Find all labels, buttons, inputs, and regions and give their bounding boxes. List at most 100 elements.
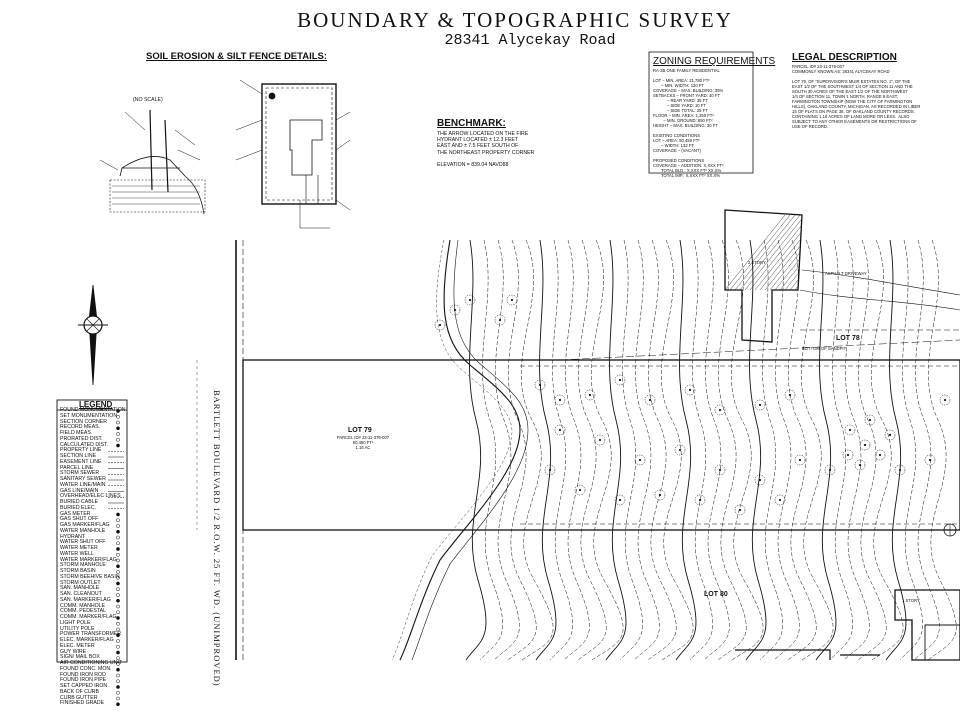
tree-trunk-icon bbox=[468, 298, 472, 302]
legend-symbol bbox=[116, 524, 120, 528]
tree-icon bbox=[544, 464, 556, 476]
hatch-line bbox=[830, 215, 890, 290]
legal-line: COMMONLY KNOWN AS: 28341 ALYCEKAY ROAD bbox=[792, 69, 890, 74]
legend-symbol bbox=[116, 639, 120, 643]
legal-line: 1/4 OF SECTION 11, TOWN 1 NORTH, RANGE 9… bbox=[792, 94, 899, 99]
legal-line: HILLS), OAKLAND COUNTY, MICHIGAN, AS REC… bbox=[792, 104, 921, 109]
tree-icon bbox=[554, 394, 566, 406]
zoning-line: RA-2B ONE FAMILY RESIDENTIAL bbox=[653, 68, 720, 73]
legend-symbol bbox=[116, 696, 120, 701]
legal-line: CONTAINING 1.16 ACRES OF LAND MORE OR LE… bbox=[792, 114, 910, 119]
legend-item: GAS LINE/MAIN bbox=[60, 487, 99, 494]
tree-icon bbox=[584, 389, 596, 401]
tree-trunk-icon bbox=[738, 508, 742, 512]
legend-item: COMM. MARKER/FLAG bbox=[60, 614, 117, 620]
benchmark-heading: BENCHMARK: bbox=[437, 118, 506, 129]
legend-symbol bbox=[116, 656, 120, 661]
zoning-line: – SIDE YARD: 10 FT bbox=[653, 103, 706, 108]
tree-trunk-icon bbox=[828, 468, 832, 472]
silt-fence-plan-detail bbox=[235, 79, 351, 229]
tree-icon bbox=[714, 404, 726, 416]
tree-trunk-icon bbox=[758, 403, 762, 407]
zoning-text: RA-2B ONE FAMILY RESIDENTIAL LOT – MIN. … bbox=[653, 68, 724, 178]
lot-79-boundary bbox=[242, 359, 960, 531]
contour-line bbox=[619, 239, 643, 661]
hatch-line bbox=[784, 214, 802, 291]
hatch-line bbox=[734, 214, 796, 291]
legend-item: OVERHEAD/ELEC LINES bbox=[60, 493, 121, 500]
legend-item: HYDRANT bbox=[60, 533, 86, 540]
legal-line: 15 OF PLATS ON PAGE 38, OF OAKLAND COUNT… bbox=[792, 109, 915, 114]
lot-78-label: LOT 78 bbox=[836, 335, 860, 342]
legend-item: PARCEL LINE bbox=[60, 464, 94, 471]
neighbor-house-lot-80 bbox=[735, 589, 960, 661]
tree-icon bbox=[859, 439, 871, 451]
legend-item: GAS MARKER/FLAG bbox=[60, 522, 110, 528]
tree-trunk-icon bbox=[453, 308, 457, 312]
tree-icon bbox=[884, 429, 896, 441]
zoning-line: FLOOR – MIN. AREA: 1,250 FT² bbox=[653, 113, 714, 118]
contour-line bbox=[549, 239, 573, 661]
legend-item: WATER SHUT OFF bbox=[60, 539, 106, 546]
legend-item: FOUND CONC. MON. bbox=[60, 665, 112, 672]
legal-line: PARCEL ID# 23-11-376-007 bbox=[792, 64, 845, 69]
tree-trunk-icon bbox=[588, 393, 592, 397]
no-scale-note: (NO SCALE) bbox=[133, 97, 163, 103]
neighbor-driveway bbox=[799, 269, 960, 311]
tree-trunk-icon bbox=[858, 463, 862, 467]
legal-line: SUBJECT TO ANY OTHER EASEMENTS OR RESTRI… bbox=[792, 119, 917, 124]
legend-item: STORM BEEHIVE BASIN bbox=[60, 573, 120, 580]
hatch-line bbox=[729, 214, 791, 291]
legend-item: SAN. MANHOLE bbox=[60, 585, 100, 592]
hatch-line bbox=[794, 214, 802, 291]
hatch-line bbox=[820, 215, 880, 290]
hatch-line bbox=[754, 214, 802, 291]
contour-line bbox=[703, 239, 730, 661]
tree-trunk-icon bbox=[538, 383, 542, 387]
neighbor-house-bottom-label: 1 STORY bbox=[902, 598, 920, 603]
contour-line bbox=[787, 239, 817, 661]
hatch-line bbox=[739, 214, 801, 291]
tree-trunk-icon bbox=[718, 408, 722, 412]
contour-line bbox=[759, 239, 783, 661]
tree-icon bbox=[844, 424, 856, 436]
hatch-line bbox=[805, 215, 865, 290]
contour-line bbox=[605, 239, 627, 661]
contour-line bbox=[577, 239, 607, 661]
tree-trunk-icon bbox=[718, 468, 722, 472]
legend-item: RECORD MEAS. bbox=[60, 424, 101, 431]
road-label: BARTLETT BOULEVARD 1/2 R.O.W. 25 FT. WD.… bbox=[212, 390, 222, 687]
erosion-details-heading: SOIL EROSION & SILT FENCE DETAILS: bbox=[146, 51, 328, 62]
tree-trunk-icon bbox=[498, 318, 502, 322]
legend-item: WATER MARKER/FLAG bbox=[60, 556, 117, 563]
zoning-box bbox=[648, 51, 754, 174]
tree-trunk-icon bbox=[438, 323, 442, 327]
zoning-line: COVERAGE – ADDITION: X,XXX FT² bbox=[653, 163, 724, 168]
tree-icon bbox=[494, 314, 506, 326]
legend-symbol bbox=[116, 581, 120, 586]
tree-trunk-icon bbox=[688, 388, 692, 392]
tree-icon bbox=[854, 459, 866, 471]
lot-79-detail: 1.16 AC bbox=[355, 445, 371, 450]
tree-icon bbox=[774, 494, 786, 506]
contour-line bbox=[633, 239, 660, 661]
zoning-line: TOTAL BLD.: X,XXX FT² XX.X% bbox=[653, 168, 722, 173]
legend-symbol bbox=[116, 621, 120, 626]
lot-79-detail: PARCEL ID# 23-11-376-007 bbox=[336, 435, 390, 440]
driveway-label: ASPHALT DRIVEWAY bbox=[825, 271, 867, 276]
contour-line bbox=[520, 239, 554, 661]
tree-icon bbox=[634, 454, 646, 466]
tree-icon bbox=[594, 434, 606, 446]
tree-icon bbox=[754, 399, 766, 411]
legend-item: FINISHED GRADE bbox=[60, 700, 105, 707]
tree-trunk-icon bbox=[558, 398, 562, 402]
zoning-line: LOT – AREA: 50,450 FT² bbox=[653, 138, 700, 143]
legend-item: STORM MANHOLE bbox=[60, 562, 106, 569]
contour-line bbox=[885, 239, 907, 661]
legend-symbol bbox=[116, 667, 120, 672]
zoning-line: SETBACKS – FRONT YARD: 40 FT bbox=[653, 93, 721, 98]
tree-icon bbox=[864, 414, 876, 426]
contour-line bbox=[815, 239, 837, 661]
